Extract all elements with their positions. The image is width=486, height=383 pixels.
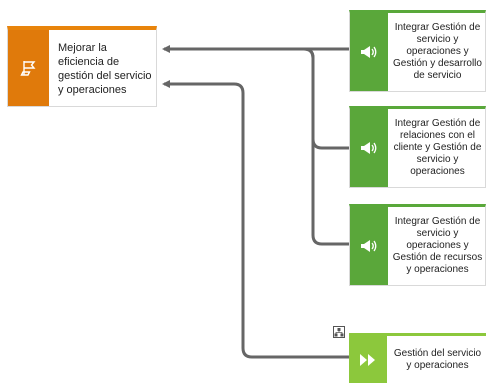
initiative-text: Integrar Gestión de servicio y operacion…	[392, 216, 483, 275]
flag-icon	[19, 61, 35, 76]
megaphone-icon	[361, 142, 377, 154]
initiative-node-2[interactable]: Integrar Gestión de relaciones con el cl…	[349, 106, 486, 188]
outcome-text: Gestión del servicio y operaciones	[393, 347, 482, 371]
initiative-badge	[350, 207, 388, 285]
goal-text: Mejorar la eficiencia de gestión del ser…	[58, 42, 152, 96]
initiative-node-3[interactable]: Integrar Gestión de servicio y operacion…	[349, 204, 486, 286]
outcome-badge	[349, 336, 387, 383]
goal-badge	[8, 30, 49, 106]
connector-initiative-3	[303, 47, 349, 246]
initiative-badge	[350, 109, 388, 187]
initiative-node-1[interactable]: Integrar Gestión de servicio y operacion…	[349, 10, 486, 92]
hierarchy-icon[interactable]	[333, 326, 345, 338]
initiative-badge	[350, 13, 388, 91]
outcome-node[interactable]: Gestión del servicio y operaciones	[349, 333, 486, 383]
initiative-text: Integrar Gestión de relaciones con el cl…	[393, 118, 482, 177]
initiative-text: Integrar Gestión de servicio y operacion…	[393, 22, 482, 81]
megaphone-icon	[361, 46, 377, 58]
connector-outcome	[162, 80, 349, 359]
connector-initiative-2	[303, 47, 349, 150]
megaphone-icon	[361, 240, 377, 252]
fast-forward-icon	[360, 353, 375, 366]
goal-node[interactable]: Mejorar la eficiencia de gestión del ser…	[7, 26, 157, 107]
